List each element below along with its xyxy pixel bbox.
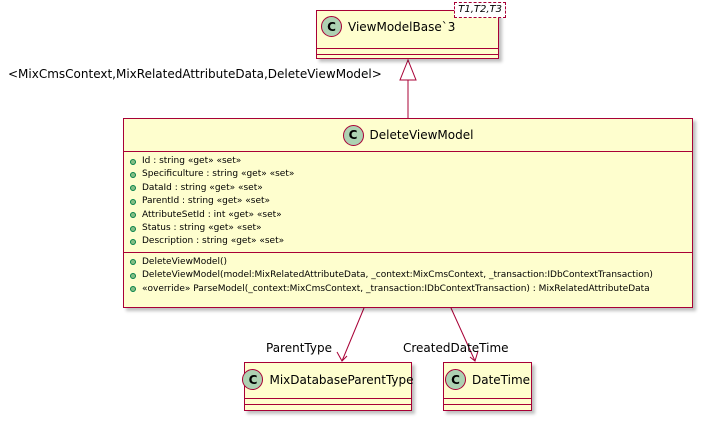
class-viewmodelbase[interactable]: C ViewModelBase`3 T1,T2,T3 xyxy=(316,2,506,59)
class-name: DateTime xyxy=(471,372,531,387)
public-visibility-icon xyxy=(130,172,136,179)
parent-type-label: ParentType xyxy=(266,341,332,355)
class-icon: C xyxy=(321,16,342,37)
type-parameters: T1,T2,T3 xyxy=(454,2,506,18)
class-name: DeleteViewModel xyxy=(369,128,474,142)
template-binding-label: <MixCmsContext,MixRelatedAttributeData,D… xyxy=(8,67,382,81)
field-item: Status : string «get» «set» xyxy=(130,222,692,235)
field-item: AttributeSetId : int «get» «set» xyxy=(130,209,692,222)
method-item: «override» ParseModel(_context:MixCmsCon… xyxy=(130,283,692,296)
public-visibility-icon xyxy=(130,286,136,293)
field-item: Id : string «get» «set» xyxy=(130,155,692,168)
public-visibility-icon xyxy=(130,272,136,279)
class-header: C DeleteViewModel xyxy=(124,119,692,151)
field-divider xyxy=(245,398,411,399)
parent-type-line xyxy=(341,307,365,362)
public-visibility-icon xyxy=(130,239,136,246)
created-date-time-arrowhead xyxy=(469,350,479,362)
created-date-time-label: CreatedDateTime xyxy=(403,341,509,355)
generalization-arrowhead xyxy=(399,58,417,81)
field-item: DataId : string «get» «set» xyxy=(130,182,692,195)
method-item: DeleteViewModel() xyxy=(130,256,692,269)
public-visibility-icon xyxy=(130,185,136,192)
class-deleteviewmodel[interactable]: C DeleteViewModel Id : string «get» «set… xyxy=(123,118,693,308)
field-item: Description : string «get» «set» xyxy=(130,235,692,248)
class-icon: C xyxy=(242,369,264,390)
class-header: C ViewModelBase`3 xyxy=(317,11,498,42)
method-divider xyxy=(245,404,411,405)
public-visibility-icon xyxy=(130,198,136,205)
field-list: Id : string «get» «set» Specificulture :… xyxy=(124,152,692,252)
class-datetime[interactable]: C DateTime xyxy=(443,362,532,411)
parent-type-arrowhead xyxy=(336,351,348,362)
field-divider xyxy=(317,48,498,49)
class-name: ViewModelBase`3 xyxy=(348,19,456,34)
class-icon: C xyxy=(342,124,364,146)
method-divider xyxy=(124,251,692,253)
method-divider xyxy=(444,404,531,405)
public-visibility-icon xyxy=(130,259,136,266)
class-header: C MixDatabaseParentType xyxy=(242,363,414,396)
field-divider xyxy=(444,398,531,399)
field-item: Specificulture : string «get» «set» xyxy=(130,168,692,181)
public-visibility-icon xyxy=(130,225,136,232)
created-date-time-line xyxy=(450,307,476,362)
public-visibility-icon xyxy=(130,212,136,219)
class-header: C DateTime xyxy=(444,363,531,396)
field-divider xyxy=(124,151,692,152)
class-mixdatabaseparenttype[interactable]: C MixDatabaseParentType xyxy=(242,362,414,411)
class-icon: C xyxy=(444,369,466,390)
method-item: DeleteViewModel(model:MixRelatedAttribut… xyxy=(130,269,692,282)
public-visibility-icon xyxy=(130,158,136,165)
method-divider xyxy=(317,54,498,55)
class-name: MixDatabaseParentType xyxy=(269,372,414,387)
field-item: ParentId : string «get» «set» xyxy=(130,195,692,208)
method-list: DeleteViewModel() DeleteViewModel(model:… xyxy=(124,253,692,299)
